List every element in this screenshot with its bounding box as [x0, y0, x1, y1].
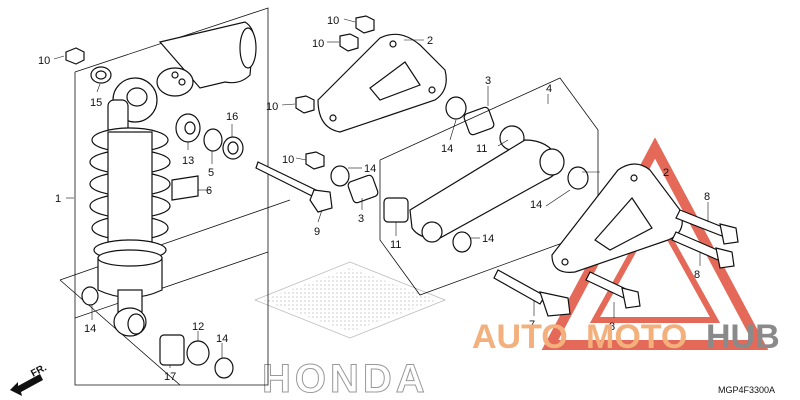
callout-10: 10	[282, 154, 294, 166]
callout-14: 14	[84, 323, 96, 335]
callout-14: 14	[441, 143, 453, 155]
callout-8: 8	[694, 269, 700, 281]
callout-5: 5	[208, 167, 214, 179]
callout-14: 14	[216, 333, 228, 345]
watermark-site: AUTO MOTO HUB	[472, 318, 780, 356]
callout-10: 10	[312, 38, 324, 50]
front-direction-arrow: FR.	[10, 362, 49, 396]
callout-10: 10	[38, 55, 50, 67]
shock-link-arm	[409, 139, 565, 243]
callout-7: 7	[529, 319, 535, 331]
callout-17: 17	[164, 371, 176, 383]
callout-4: 4	[546, 83, 552, 95]
callout-8: 8	[704, 191, 710, 203]
pivot-bolt	[493, 269, 571, 317]
callout-10: 10	[266, 101, 278, 113]
callout-15: 15	[90, 97, 102, 109]
callout-11: 11	[476, 143, 487, 155]
fr-label: FR.	[29, 362, 49, 379]
callout-10: 10	[327, 15, 339, 27]
callout-14: 14	[482, 233, 494, 245]
callout-2: 2	[663, 167, 669, 179]
callout-12: 12	[192, 321, 204, 333]
shock-mount-bolt	[255, 161, 333, 213]
callout-14: 14	[530, 199, 542, 211]
watermark-hub: HUB	[706, 318, 780, 356]
callout-16: 16	[226, 111, 238, 123]
callout-3: 3	[485, 75, 491, 87]
callout-2: 2	[427, 35, 433, 47]
callout-1: 1	[55, 193, 61, 205]
shock-spring	[89, 127, 171, 261]
callout-11: 11	[390, 239, 401, 251]
leader-lines	[53, 18, 709, 368]
link-plate-upper	[317, 33, 447, 133]
callout-14: 14	[364, 163, 376, 175]
plate-nuts	[295, 15, 375, 170]
honda-text: HONDA	[262, 357, 429, 400]
callout-6: 6	[206, 185, 212, 197]
rear-shock-absorber	[89, 21, 257, 337]
honda-watermark: HONDA	[253, 261, 447, 400]
callouts: 10 10 10 10 10 2 2 3 3 4 1 15 13 5 16 6 …	[38, 15, 710, 383]
diagram-code: MGP4F3300A	[718, 385, 775, 395]
watermark-moto: MOTO	[586, 318, 687, 356]
callout-9: 9	[314, 226, 320, 238]
watermark-auto: AUTO	[472, 318, 568, 356]
callout-3: 3	[358, 213, 364, 225]
callout-13: 13	[182, 155, 194, 167]
callout-8: 8	[609, 321, 615, 333]
link-plate-lower	[551, 163, 683, 273]
link-bolts	[585, 209, 739, 309]
